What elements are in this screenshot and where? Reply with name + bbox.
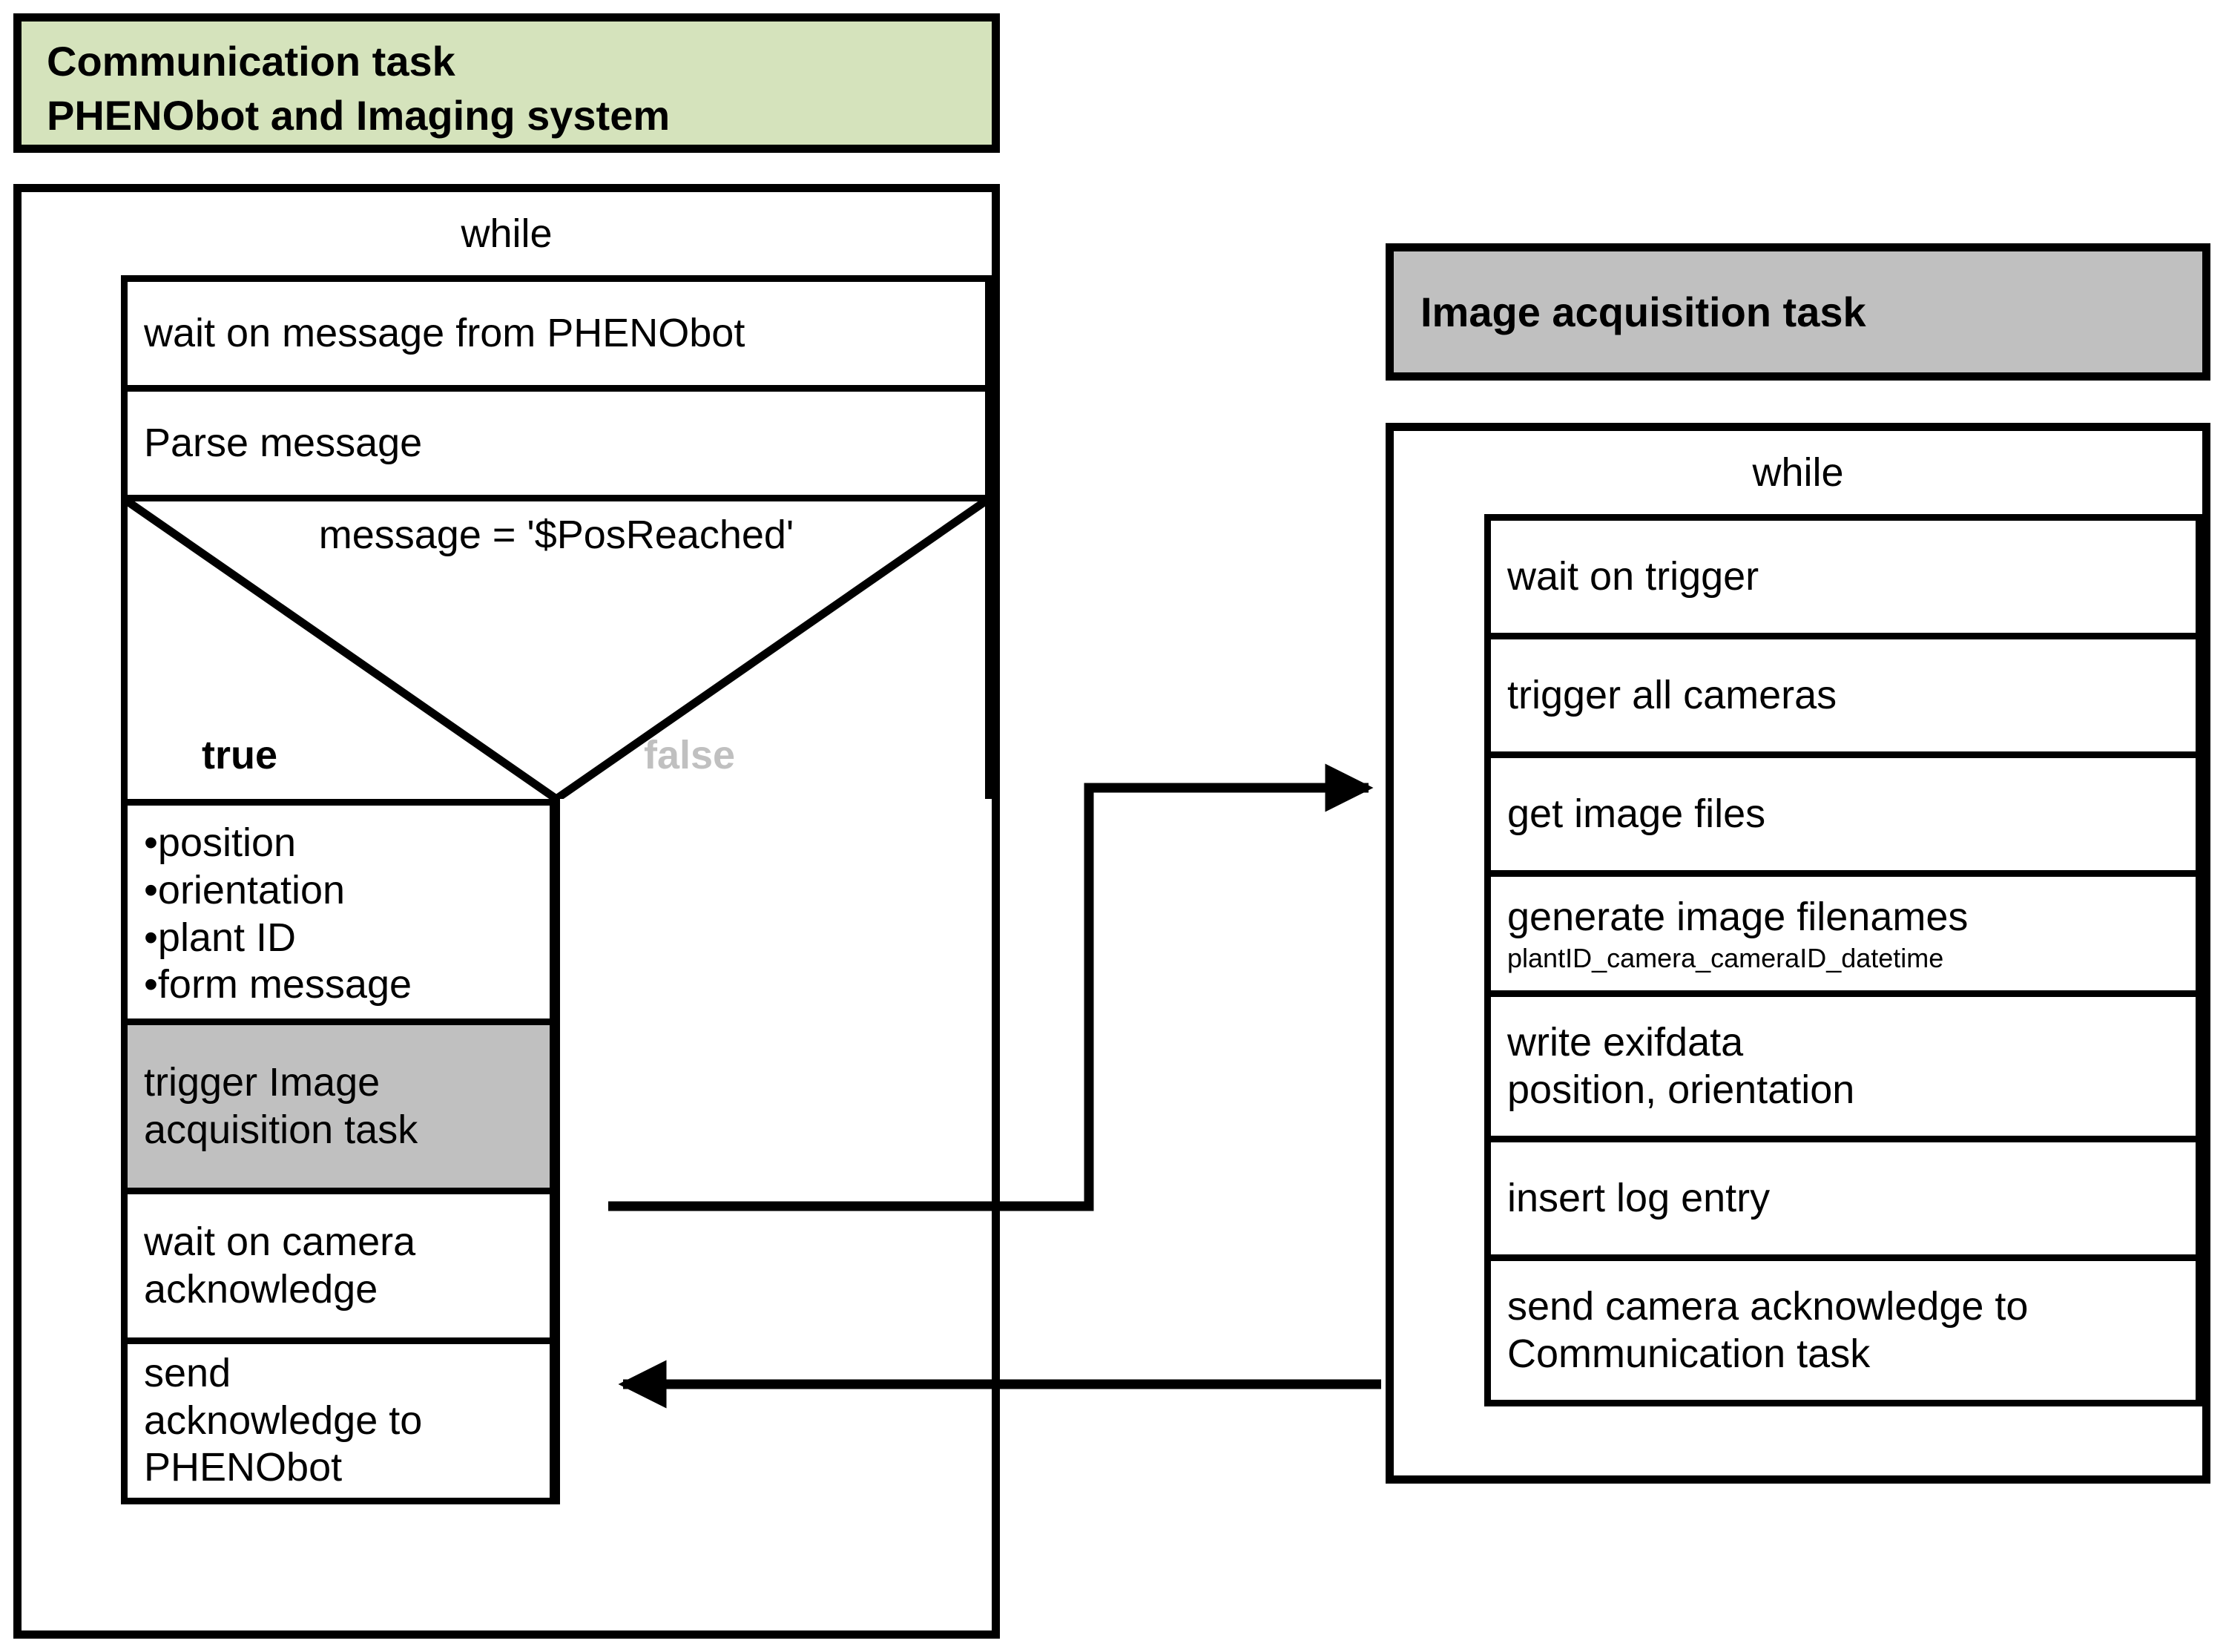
bullet-orientation: •orientation [144, 867, 346, 912]
step-write-exifdata[interactable]: write exifdata position, orientation [1484, 990, 2202, 1136]
step-label: generate image filenames [1507, 894, 1969, 939]
decision-false-label: false [644, 733, 736, 777]
step-label: wait on message from PHENObot [144, 310, 745, 355]
step-get-image-files[interactable]: get image files [1484, 751, 2202, 870]
step-wait-on-trigger[interactable]: wait on trigger [1484, 514, 2202, 633]
bullet-position: •position [144, 820, 297, 866]
step-label: get image files [1507, 791, 1766, 836]
step-label-line-1: wait on camera [144, 1219, 416, 1264]
step-label: insert log entry [1507, 1175, 1771, 1220]
step-label-line-2: acknowledge to [144, 1398, 423, 1443]
branch-divider [553, 799, 560, 1504]
decision-branch-region: •position •orientation •plant ID •form m… [121, 799, 992, 1504]
step-send-camera-acknowledge[interactable]: send camera acknowledge to Communication… [1484, 1254, 2202, 1406]
image-acquisition-task-title-banner: Image acquisition task [1386, 243, 2210, 381]
bullet-plant-id: •plant ID [144, 915, 297, 960]
image-task-title: Image acquisition task [1420, 289, 1866, 335]
step-label: Parse message [144, 420, 423, 465]
comm-while-label: while [461, 211, 553, 256]
comm-title-line-2: PHENObot and Imaging system [47, 91, 671, 139]
step-trigger-image-acquisition-task[interactable]: trigger Image acquisition task [121, 1018, 556, 1188]
step-label-line-1: send camera acknowledge to [1507, 1283, 2029, 1329]
step-wait-on-message[interactable]: wait on message from PHENObot [121, 275, 992, 385]
decision-v-shape-icon [128, 501, 985, 799]
image-while-label: while [1752, 450, 1844, 495]
step-label-line-1: trigger Image [144, 1059, 381, 1105]
step-message-fields[interactable]: •position •orientation •plant ID •form m… [121, 799, 556, 1018]
step-label: wait on trigger [1507, 553, 1759, 599]
comm-title-line-1: Communication task [47, 38, 455, 85]
decision-true-label: true [202, 733, 278, 777]
step-parse-message[interactable]: Parse message [121, 385, 992, 495]
communication-task-step-stack: wait on message from PHENObot Parse mess… [121, 275, 992, 1639]
decision-message-is-posreached[interactable]: message = '$PosReached' true false [121, 495, 992, 799]
communication-task-panel: while wait on message from PHENObot Pars… [13, 184, 1000, 1639]
step-label-line-1: send [144, 1350, 231, 1395]
image-acquisition-task-panel: while wait on trigger trigger all camera… [1386, 423, 2210, 1484]
step-label-line-2: acquisition task [144, 1107, 418, 1152]
true-branch-column: •position •orientation •plant ID •form m… [121, 799, 556, 1504]
step-label-line-2: acknowledge [144, 1266, 378, 1312]
step-sublabel-filename-pattern: plantID_camera_cameraID_datetime [1507, 942, 1944, 973]
step-label-line-3: PHENObot [144, 1445, 343, 1490]
step-send-acknowledge-to-phenobot[interactable]: send acknowledge to PHENObot [121, 1337, 556, 1504]
step-label-line-1: write exifdata [1507, 1019, 1744, 1064]
step-label-line-2: position, orientation [1507, 1067, 1855, 1112]
step-label: trigger all cameras [1507, 672, 1837, 717]
step-label-line-2: Communication task [1507, 1331, 1871, 1376]
step-trigger-all-cameras[interactable]: trigger all cameras [1484, 633, 2202, 751]
bullet-form-message: •form message [144, 962, 412, 1007]
step-wait-on-camera-acknowledge[interactable]: wait on camera acknowledge [121, 1188, 556, 1337]
communication-task-title-banner: Communication task PHENObot and Imaging … [13, 13, 1000, 153]
decision-condition-label: message = '$PosReached' [318, 513, 794, 557]
step-insert-log-entry[interactable]: insert log entry [1484, 1136, 2202, 1254]
image-acquisition-task-step-stack: wait on trigger trigger all cameras get … [1484, 514, 2202, 1475]
step-generate-image-filenames[interactable]: generate image filenames plantID_camera_… [1484, 870, 2202, 990]
